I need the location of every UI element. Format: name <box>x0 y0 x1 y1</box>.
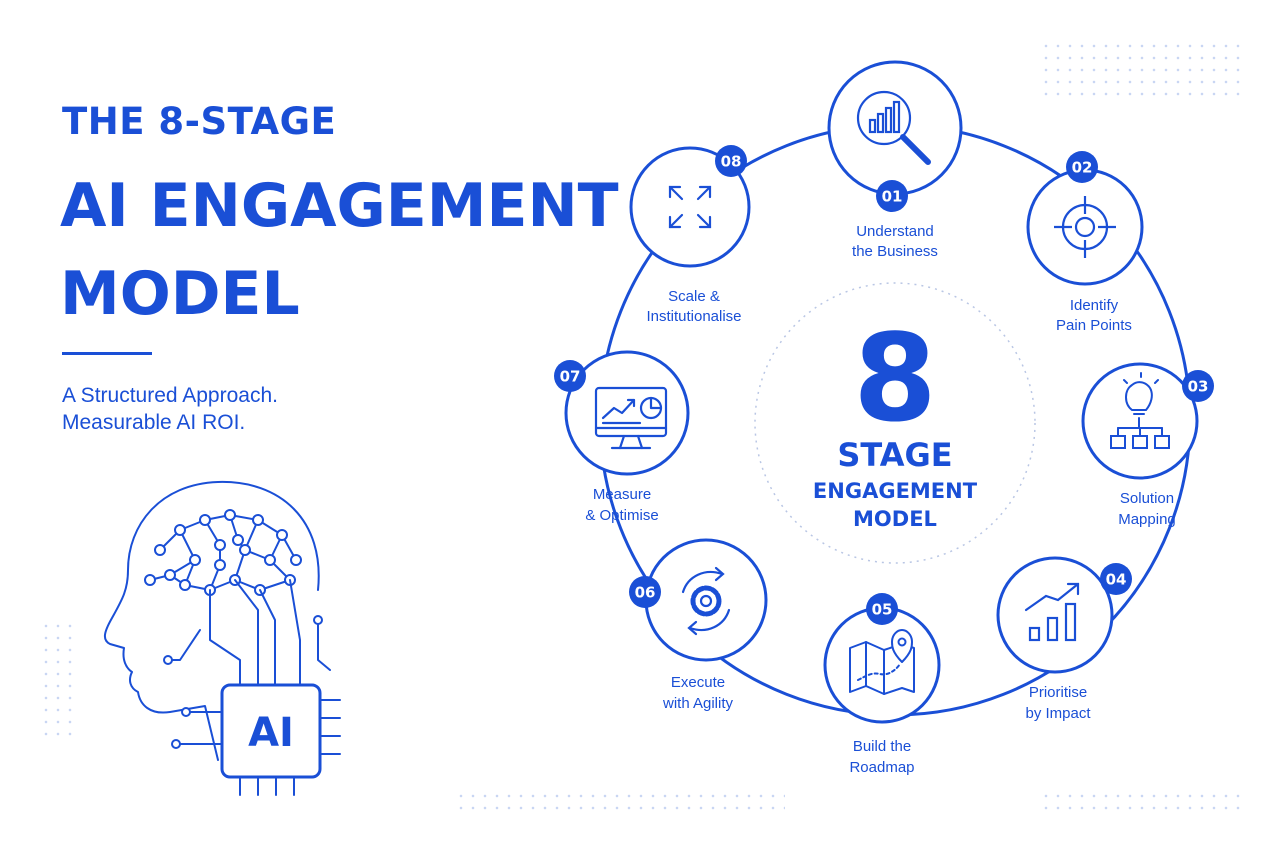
title-line-2: AI ENGAGEMENT <box>60 171 619 241</box>
decor-dots-left <box>40 620 80 740</box>
center-engagement: ENGAGEMENT <box>813 479 978 503</box>
map-pin-icon <box>849 629 915 695</box>
title-line-3: MODEL <box>60 259 300 329</box>
stage-03-number: 03 <box>1188 378 1209 396</box>
center-dotted-circle <box>754 282 1036 564</box>
ai-head-illustration <box>104 480 341 796</box>
center-stage-word: STAGE <box>837 436 952 474</box>
lightbulb-flow-icon <box>1110 372 1170 449</box>
stage-02-badge <box>1066 151 1098 183</box>
monitor-chart-icon <box>594 386 668 450</box>
subtitle: A Structured Approach. Measurable AI ROI… <box>62 382 278 436</box>
stage-05-label-line1: Build the <box>853 738 911 755</box>
stage-03: 03 Solution Mapping <box>1081 362 1214 528</box>
stage-03-badge <box>1182 370 1214 402</box>
stage-02-number: 02 <box>1072 159 1093 177</box>
stage-07-number: 07 <box>560 368 581 386</box>
stage-05-number: 05 <box>872 601 893 619</box>
target-icon <box>1054 196 1116 258</box>
stage-06: 06 Execute with Agility <box>629 538 768 712</box>
stage-08-label-line2: Institutionalise <box>646 308 741 325</box>
stage-01: 01 Understand the Business <box>827 60 963 260</box>
magnifier-chart-icon <box>856 90 931 165</box>
stage-08-badge <box>715 145 747 177</box>
stage-04-badge <box>1100 563 1132 595</box>
page-title: AI ENGAGEMENT MODEL <box>60 162 619 338</box>
stage-04-label-line2: by Impact <box>1025 705 1091 722</box>
stage-04-label-line1: Prioritise <box>1029 684 1087 701</box>
stage-06-number: 06 <box>635 584 656 602</box>
stage-05-label-line2: Roadmap <box>849 759 914 776</box>
stage-06-node <box>644 538 768 662</box>
title-line-1: THE 8-STAGE <box>62 100 337 143</box>
stage-06-badge <box>629 576 661 608</box>
ai-chip-label: AI <box>248 710 294 756</box>
stage-02-node <box>1026 168 1144 286</box>
stage-02-label-line2: Pain Points <box>1056 317 1132 334</box>
subtitle-line-1: A Structured Approach. <box>62 384 278 407</box>
stage-07-label-line2: & Optimise <box>585 507 658 524</box>
stage-02-label-line1: Identify <box>1070 297 1119 314</box>
stage-07: 07 Measure & Optimise <box>554 350 690 524</box>
stage-07-label-line1: Measure <box>593 486 651 503</box>
stage-06-label-line1: Execute <box>671 674 725 691</box>
stage-06-label-line2: with Agility <box>662 695 734 712</box>
stage-01-label-line1: Understand <box>856 223 934 240</box>
stage-01-label-line2: the Business <box>852 243 938 260</box>
stage-07-badge <box>554 360 586 392</box>
stage-08: 08 Scale & Institutionalise <box>629 145 751 325</box>
stage-03-label-line1: Solution <box>1120 490 1174 507</box>
stage-04: 04 Prioritise by Impact <box>996 556 1132 722</box>
stage-05-node <box>823 606 941 724</box>
stage-05-badge <box>866 593 898 625</box>
center-number: 8 <box>853 310 937 449</box>
stage-01-badge <box>876 180 908 212</box>
stage-08-node <box>629 146 751 268</box>
stage-08-label-line1: Scale & <box>668 288 720 305</box>
decor-dots-bottom-right <box>1040 790 1240 814</box>
stage-07-node <box>564 350 690 476</box>
stage-04-number: 04 <box>1106 571 1127 589</box>
stage-02: 02 Identify Pain Points <box>1026 151 1144 334</box>
gear-cycle-icon <box>681 566 731 636</box>
decor-dots-bottom <box>455 790 785 814</box>
stage-05: 05 Build the Roadmap <box>823 593 941 776</box>
decor-dots-top-right <box>1040 40 1240 100</box>
ai-chip <box>220 683 322 779</box>
stage-08-number: 08 <box>721 153 742 171</box>
center-model: MODEL <box>853 507 937 531</box>
stage-03-label-line2: Mapping <box>1118 511 1176 528</box>
stage-01-number: 01 <box>882 188 903 206</box>
subtitle-line-2: Measurable AI ROI. <box>62 411 246 434</box>
title-divider <box>62 352 152 355</box>
growth-bars-icon <box>1024 582 1080 642</box>
stage-04-node <box>996 556 1114 674</box>
expand-arrows-icon <box>668 185 712 229</box>
